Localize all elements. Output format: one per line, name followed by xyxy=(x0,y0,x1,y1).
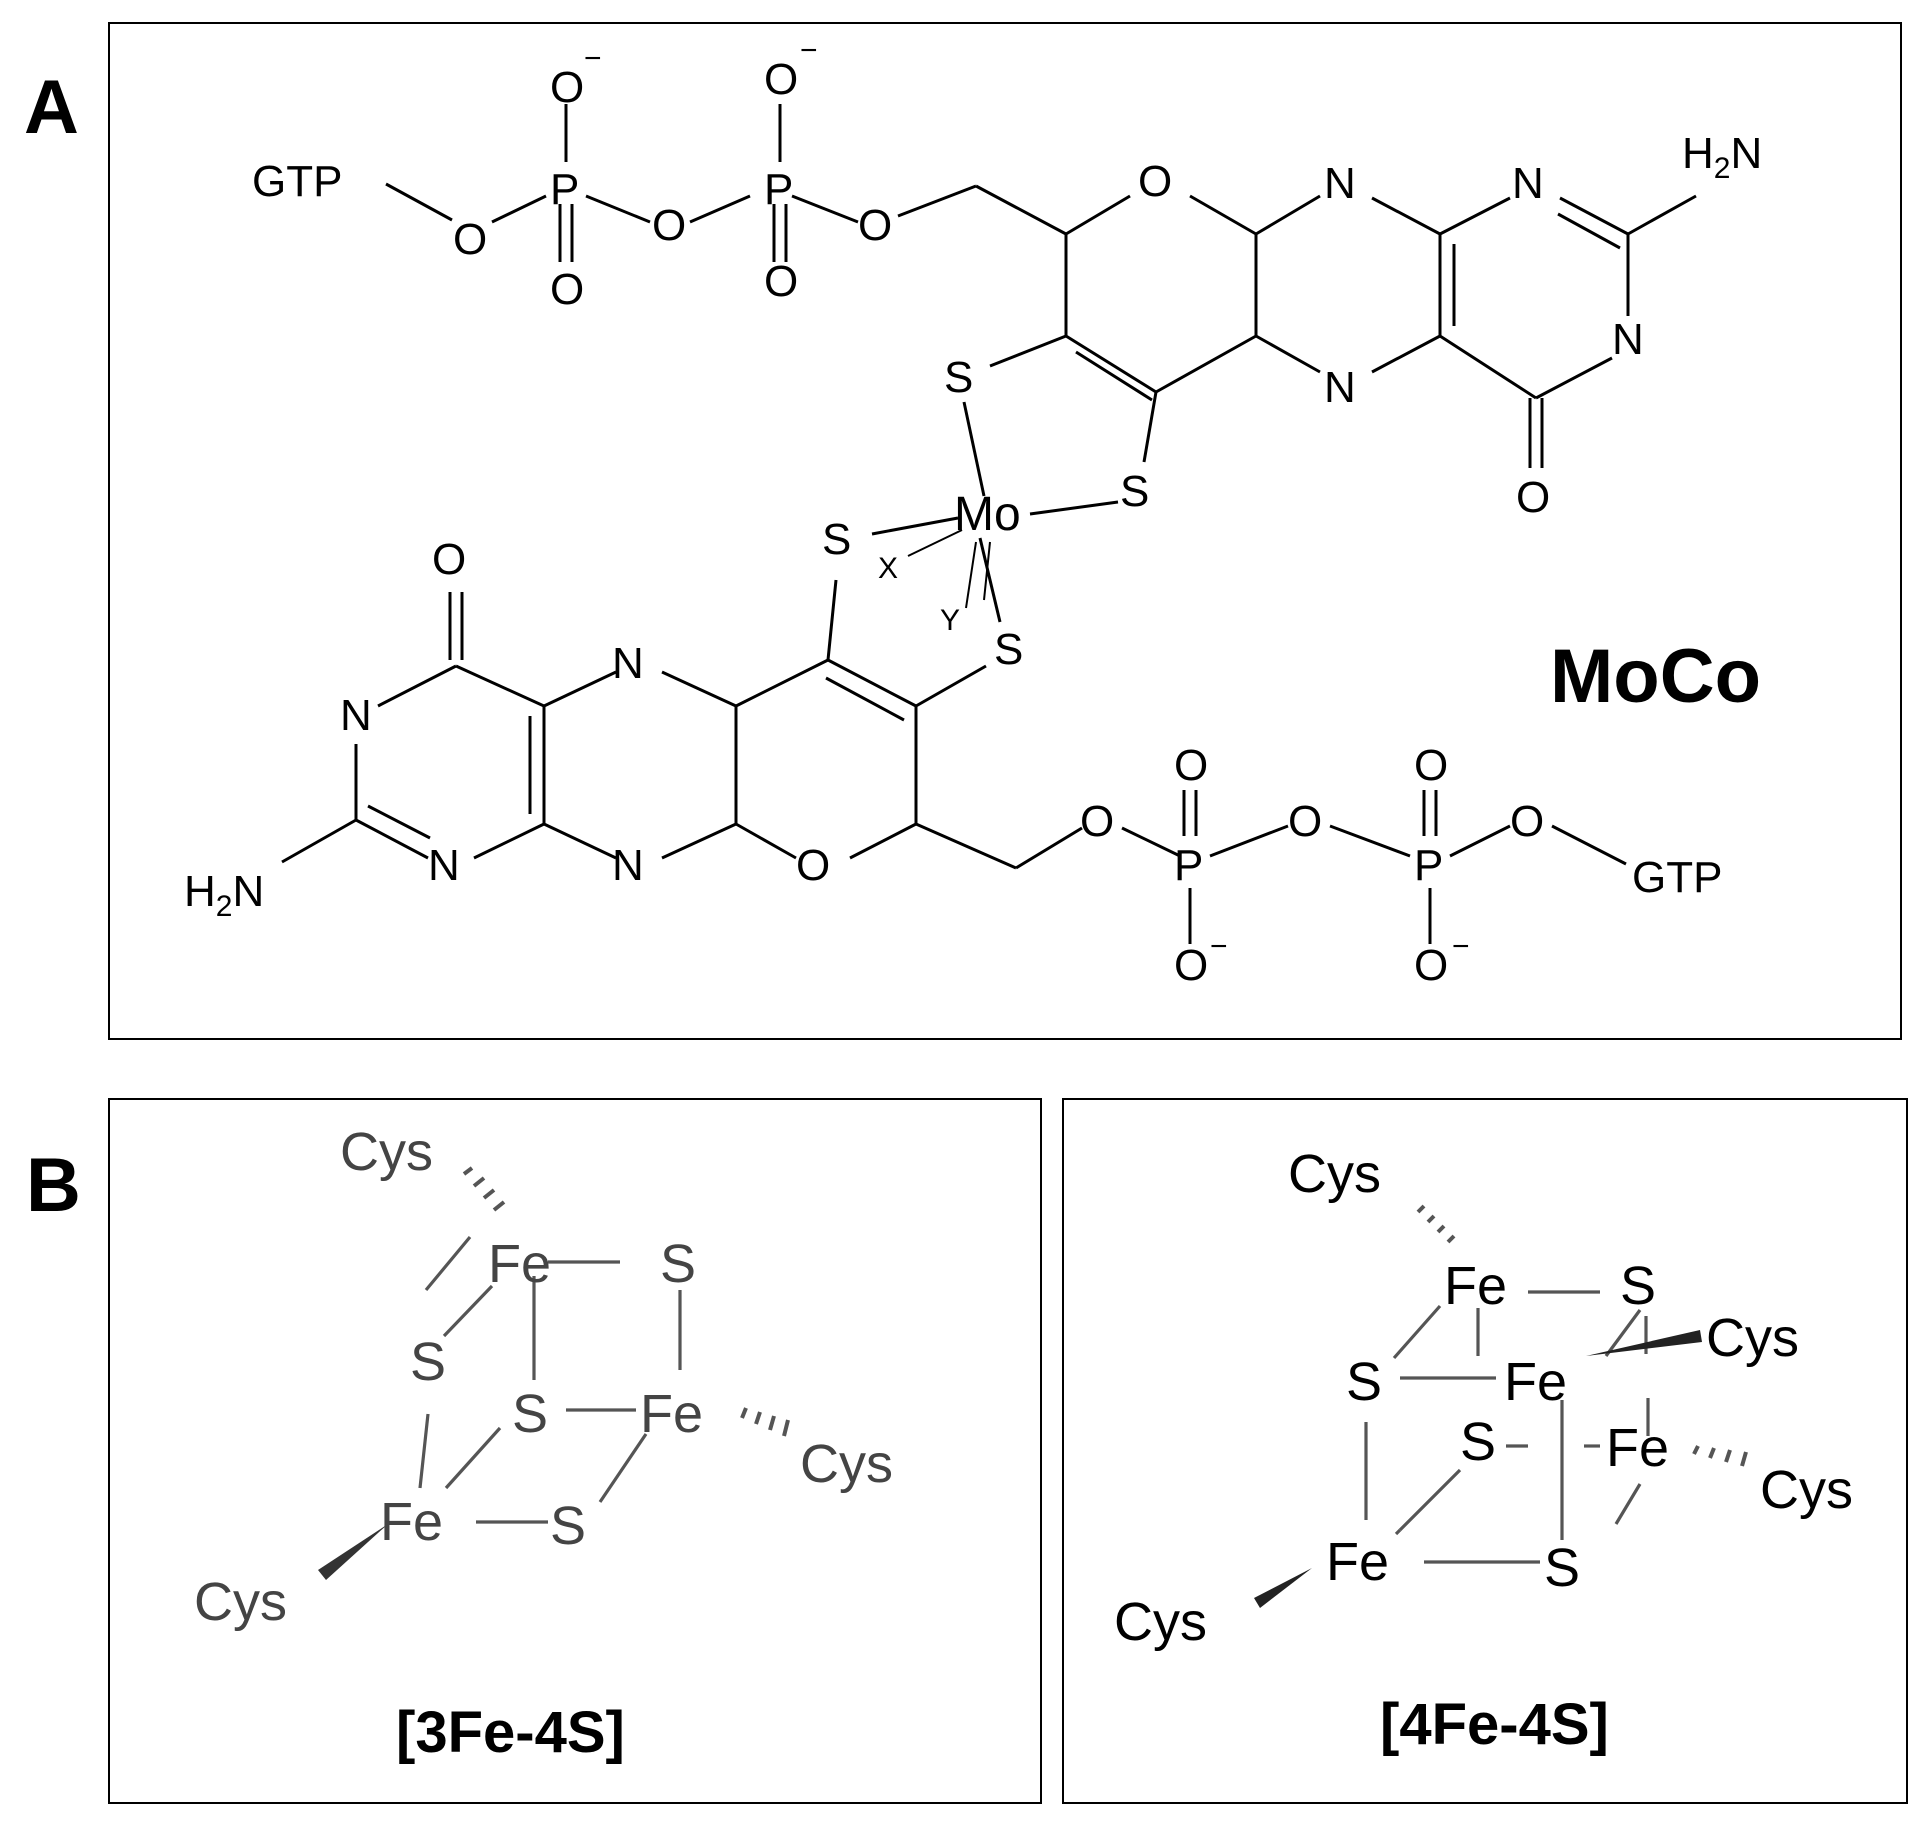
panel-a-letter: A xyxy=(24,65,79,150)
cys-label: Cys xyxy=(1706,1308,1799,1368)
fe-atom: Fe xyxy=(1444,1256,1507,1316)
fe4s4-caption: [4Fe-4S] xyxy=(1380,1692,1609,1757)
fe-atom: Fe xyxy=(1606,1418,1669,1478)
fe-atom: Fe xyxy=(1504,1352,1567,1412)
cys-label: Cys xyxy=(1288,1144,1381,1204)
o-atom: O xyxy=(858,201,892,250)
wedge-bond xyxy=(1586,1330,1702,1356)
o-atom: O xyxy=(550,265,584,314)
s-atom: S xyxy=(1346,1352,1382,1412)
fe-atom: Fe xyxy=(380,1492,443,1552)
s-atom: S xyxy=(1620,1256,1656,1316)
n-atom: N xyxy=(1324,159,1356,208)
o-atom: O xyxy=(764,55,798,104)
o-atom: O xyxy=(550,63,584,112)
fe-atom: Fe xyxy=(488,1234,551,1294)
o-atom: O xyxy=(1138,157,1172,206)
moco-bottom-bonds xyxy=(281,579,1627,944)
o-atom: O xyxy=(432,535,466,584)
cys-label: Cys xyxy=(1760,1460,1853,1520)
o-atom: O xyxy=(1516,473,1550,522)
moco-structure: GTP O P O − O O P O − O O O N N N N O H2… xyxy=(184,34,1762,990)
o-atom: O xyxy=(1174,941,1208,990)
s-atom: S xyxy=(994,625,1023,674)
p-atom: P xyxy=(1174,841,1203,890)
fe3s4-caption: [3Fe-4S] xyxy=(396,1700,625,1765)
panel-b-letter: B xyxy=(26,1143,81,1228)
o-atom: O xyxy=(1510,797,1544,846)
p-atom: P xyxy=(764,165,793,214)
o-atom: O xyxy=(1080,797,1114,846)
fe-atom: Fe xyxy=(640,1384,703,1444)
wedge-bond xyxy=(318,1524,388,1580)
hashed-bond xyxy=(1416,1204,1748,1467)
moco-bottom-labels: O N N N N O H2N O O P O − O O P O − O GT… xyxy=(184,535,1722,990)
s-atom: S xyxy=(550,1496,586,1556)
moco-center-labels: Mo S S X Y xyxy=(822,488,1023,674)
cys-label: Cys xyxy=(340,1122,433,1182)
fe4s4-bonds xyxy=(1254,1204,1748,1608)
n-atom: N xyxy=(428,841,460,890)
moco-title: MoCo xyxy=(1550,634,1761,719)
n-atom: N xyxy=(340,691,372,740)
n-atom: N xyxy=(1512,159,1544,208)
fe4s4-labels: Cys Fe S Cys S Fe S Fe Cys Fe S Cys xyxy=(1114,1144,1853,1652)
panel-a-frame xyxy=(108,22,1902,1040)
amine-top-label: H2N xyxy=(1682,129,1762,185)
cys-label: Cys xyxy=(800,1434,893,1494)
fe-atom: Fe xyxy=(1326,1532,1389,1592)
s-atom: S xyxy=(1544,1538,1580,1598)
cys-label: Cys xyxy=(194,1572,287,1632)
charge-label: − xyxy=(584,42,602,75)
gtp-top-label: GTP xyxy=(252,157,342,206)
hashed-bond xyxy=(462,1166,790,1437)
ligand-y-label: Y xyxy=(940,604,960,637)
gtp-bottom-label: GTP xyxy=(1632,853,1722,902)
moco-top-bonds xyxy=(385,104,1697,468)
o-atom: O xyxy=(652,201,686,250)
s-atom: S xyxy=(822,515,851,564)
o-atom: O xyxy=(796,841,830,890)
mo-atom: Mo xyxy=(954,488,1021,541)
charge-label: − xyxy=(800,34,818,67)
ligand-x-label: X xyxy=(878,552,898,585)
charge-label: − xyxy=(1452,930,1470,963)
wedge-bond xyxy=(1254,1568,1312,1608)
p-atom: P xyxy=(550,165,579,214)
charge-label: − xyxy=(1210,930,1228,963)
n-atom: N xyxy=(612,841,644,890)
moco-top-labels: GTP O P O − O O P O − O O O N N N N O H2… xyxy=(252,34,1762,522)
o-atom: O xyxy=(1414,941,1448,990)
s-atom: S xyxy=(1460,1412,1496,1472)
o-atom: O xyxy=(764,257,798,306)
fe3s4-labels: Cys Fe S S S Fe Cys Fe S Cys xyxy=(194,1122,893,1632)
n-atom: N xyxy=(612,639,644,688)
o-atom: O xyxy=(1174,741,1208,790)
panel-b-left-frame xyxy=(108,1098,1042,1804)
s-atom: S xyxy=(410,1332,446,1392)
fe3s4-bonds xyxy=(318,1166,790,1580)
moco-mo-bonds xyxy=(871,401,1119,623)
p-atom: P xyxy=(1414,841,1443,890)
fe3s4-structure: Cys Fe S S S Fe Cys Fe S Cys [3Fe-4S] xyxy=(194,1122,893,1765)
o-atom: O xyxy=(1288,797,1322,846)
panel-b-right-frame xyxy=(1062,1098,1908,1804)
s-atom: S xyxy=(944,353,973,402)
fe4s4-structure: Cys Fe S Cys S Fe S Fe Cys Fe S Cys [4Fe… xyxy=(1114,1144,1853,1757)
s-atom: S xyxy=(1120,467,1149,516)
n-atom: N xyxy=(1612,315,1644,364)
o-atom: O xyxy=(453,215,487,264)
cys-label: Cys xyxy=(1114,1592,1207,1652)
amine-bottom-label: H2N xyxy=(184,867,264,923)
s-atom: S xyxy=(660,1234,696,1294)
n-atom: N xyxy=(1324,363,1356,412)
o-atom: O xyxy=(1414,741,1448,790)
s-atom: S xyxy=(512,1384,548,1444)
